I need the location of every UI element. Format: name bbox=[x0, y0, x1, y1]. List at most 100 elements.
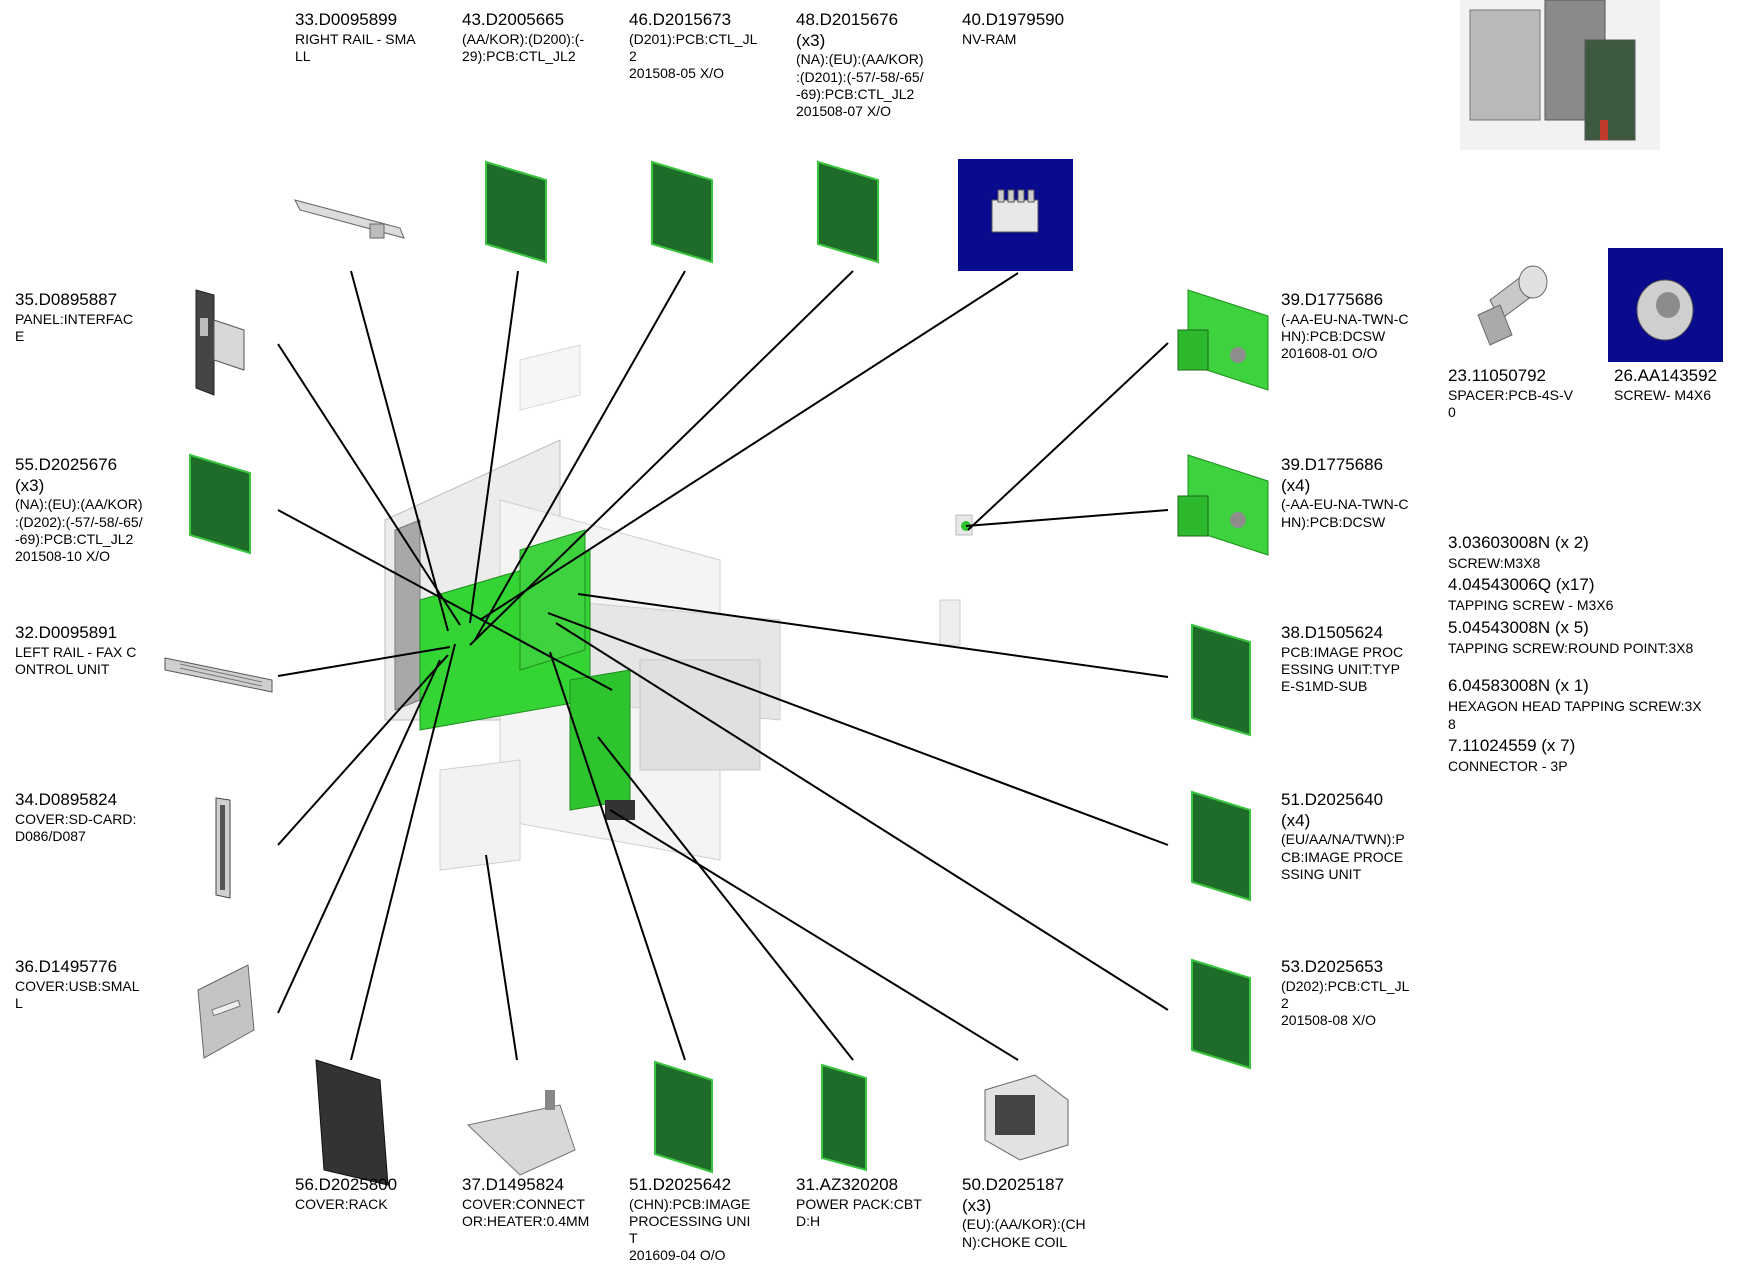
callout-35: 35.D0895887 PANEL:INTERFAC E bbox=[15, 290, 165, 345]
callout-part-number: 50.D2025187 (x3) bbox=[962, 1175, 1065, 1215]
callout-description: (EU/AA/NA/TWN):P CB:IMAGE PROCE SSING UN… bbox=[1281, 831, 1405, 882]
hardware-description: CONNECTOR - 3P bbox=[1448, 758, 1568, 775]
callout-description: (AA/KOR):(D200):(- 29):PCB:CTL_JL2 bbox=[462, 30, 585, 64]
callout-description: POWER PACK:CBT D:H bbox=[796, 1195, 922, 1229]
callout-description: COVER:RACK bbox=[295, 1195, 388, 1212]
callout-34: 34.D0895824 COVER:SD-CARD: D086/D087 bbox=[15, 790, 165, 845]
callout-part-number: 37.D1495824 bbox=[462, 1175, 565, 1194]
callout-part-number: 51.D2025642 bbox=[629, 1175, 732, 1194]
pcb-board-38 bbox=[1191, 623, 1251, 737]
dcsw-board-1 bbox=[1177, 289, 1269, 391]
pcb-board-48 bbox=[817, 160, 879, 264]
rack-cover-part bbox=[315, 1059, 389, 1186]
usb-cover-part bbox=[197, 964, 255, 1059]
leader-51chn bbox=[549, 651, 686, 1061]
callout-description: (-AA-EU-NA-TWN-C HN):PCB:DCSW bbox=[1281, 496, 1409, 530]
callout-part-number: 38.D1505624 bbox=[1281, 623, 1384, 642]
leader-38 bbox=[577, 593, 1169, 678]
callout-40: 40.D1979590 NV-RAM bbox=[962, 10, 1112, 48]
callout-part-number: 53.D2025653 bbox=[1281, 957, 1384, 976]
hardware-part-number: 7.11024559 (x 7) bbox=[1448, 736, 1576, 756]
callout-part-number: 43.D2005665 bbox=[462, 10, 565, 29]
hardware-item: 3.03603008N (x 2) SCREW:M3X8 bbox=[1448, 532, 1740, 572]
callout-part-number: 55.D2025676 (x3) bbox=[15, 455, 118, 495]
leader-39b bbox=[965, 509, 1169, 527]
leader-43 bbox=[469, 270, 519, 624]
leader-32 bbox=[277, 646, 451, 677]
leader-39a bbox=[967, 342, 1169, 531]
leader-33 bbox=[350, 270, 449, 632]
leader-37 bbox=[485, 854, 518, 1061]
leader-46 bbox=[474, 270, 686, 641]
leader-31 bbox=[597, 736, 854, 1061]
main-assembly bbox=[384, 344, 973, 871]
nvram-thumbnail bbox=[958, 159, 1073, 271]
hardware-item: 7.11024559 (x 7) CONNECTOR - 3P bbox=[1448, 735, 1740, 775]
leader-50 bbox=[609, 809, 1019, 1061]
callout-part-number: 32.D0095891 bbox=[15, 623, 118, 642]
leader-lines bbox=[277, 270, 1169, 1061]
callout-description: SCREW- M4X6 bbox=[1614, 386, 1711, 403]
callout-55: 55.D2025676 (x3) (NA):(EU):(AA/KOR) :(D2… bbox=[15, 455, 175, 565]
interface-panel-part bbox=[195, 289, 245, 396]
callout-37: 37.D1495824 COVER:CONNECT OR:HEATER:0.4M… bbox=[462, 1175, 622, 1230]
callout-32: 32.D0095891 LEFT RAIL - FAX C ONTROL UNI… bbox=[15, 623, 165, 678]
callout-part-number: 36.D1495776 bbox=[15, 957, 118, 976]
callout-part-number: 26.AA143592 bbox=[1614, 366, 1718, 385]
callout-part-number: 48.D2015676 (x3) bbox=[796, 10, 899, 50]
choke-coil-part bbox=[984, 1074, 1069, 1161]
callout-31: 31.AZ320208 POWER PACK:CBT D:H bbox=[796, 1175, 946, 1230]
callout-23: 23.11050792 SPACER:PCB-4S-V 0 bbox=[1448, 366, 1598, 421]
screw-thumbnail bbox=[1608, 248, 1723, 362]
callout-description: LEFT RAIL - FAX C ONTROL UNIT bbox=[15, 643, 137, 677]
left-rail-part bbox=[164, 657, 273, 693]
callout-description: (EU):(AA/KOR):(CH N):CHOKE COIL bbox=[962, 1216, 1086, 1250]
hardware-description: SCREW:M3X8 bbox=[1448, 555, 1541, 572]
callout-51-chn: 51.D2025642 (CHN):PCB:IMAGE PROCESSING U… bbox=[629, 1175, 779, 1264]
callout-part-number: 35.D0895887 bbox=[15, 290, 118, 309]
hardware-description: TAPPING SCREW:ROUND POINT:3X8 bbox=[1448, 639, 1694, 656]
callout-description: (CHN):PCB:IMAGE PROCESSING UNI T 201609-… bbox=[629, 1195, 751, 1263]
callout-part-number: 46.D2015673 bbox=[629, 10, 732, 29]
callout-50: 50.D2025187 (x3) (EU):(AA/KOR):(CH N):CH… bbox=[962, 1175, 1122, 1251]
callout-description: NV-RAM bbox=[962, 30, 1017, 47]
callout-description: (D202):PCB:CTL_JL 2 201508-08 X/O bbox=[1281, 977, 1410, 1028]
callout-part-number: 39.D1775686 bbox=[1281, 290, 1384, 309]
leader-40 bbox=[479, 272, 1019, 621]
callout-description: COVER:SD-CARD: D086/D087 bbox=[15, 810, 137, 844]
hardware-part-number: 3.03603008N (x 2) bbox=[1448, 533, 1589, 552]
power-pack-part bbox=[821, 1063, 867, 1172]
dcsw-board-2 bbox=[1177, 454, 1269, 556]
callout-48: 48.D2015676 (x3) (NA):(EU):(AA/KOR) :(D2… bbox=[796, 10, 956, 120]
callout-51: 51.D2025640 (x4) (EU/AA/NA/TWN):P CB:IMA… bbox=[1281, 790, 1441, 883]
hardware-part-number: 5.04543008N (x 5) bbox=[1448, 617, 1589, 637]
pcb-board-55 bbox=[189, 453, 251, 555]
hardware-list: 3.03603008N (x 2) SCREW:M3X8 4.04543006Q… bbox=[1448, 532, 1740, 776]
leader-36 bbox=[277, 659, 441, 1014]
hardware-description: TAPPING SCREW - M3X6 bbox=[1448, 597, 1614, 614]
callout-39-a: 39.D1775686 (-AA-EU-NA-TWN-C HN):PCB:DCS… bbox=[1281, 290, 1441, 362]
callout-description: PANEL:INTERFAC E bbox=[15, 310, 133, 344]
pcb-board-51-chn bbox=[654, 1060, 713, 1174]
pcb-board-46 bbox=[651, 160, 713, 264]
callout-description: SPACER:PCB-4S-V 0 bbox=[1448, 386, 1573, 420]
hardware-item: 6.04583008N (x 1) HEXAGON HEAD TAPPING S… bbox=[1448, 675, 1740, 733]
callout-part-number: 51.D2025640 (x4) bbox=[1281, 790, 1384, 830]
callout-description: (NA):(EU):(AA/KOR) :(D202):(-57/-58/-65/… bbox=[15, 496, 143, 564]
callout-description: COVER:USB:SMAL L bbox=[15, 977, 140, 1011]
pcb-board-53 bbox=[1191, 958, 1251, 1070]
hardware-description: HEXAGON HEAD TAPPING SCREW:3X 8 bbox=[1448, 697, 1702, 733]
callout-53: 53.D2025653 (D202):PCB:CTL_JL 2 201508-0… bbox=[1281, 957, 1441, 1029]
pcb-board-51 bbox=[1191, 790, 1251, 902]
hardware-item: 5.04543008N (x 5) TAPPING SCREW:ROUND PO… bbox=[1448, 617, 1740, 657]
leader-51 bbox=[547, 612, 1169, 846]
callout-43: 43.D2005665 (AA/KOR):(D200):(- 29):PCB:C… bbox=[462, 10, 612, 65]
hardware-item: 4.04543006Q (x17) TAPPING SCREW - M3X6 bbox=[1448, 574, 1740, 614]
callout-part-number: 56.D2025800 bbox=[295, 1175, 398, 1194]
callout-part-number: 40.D1979590 bbox=[962, 10, 1065, 29]
assembly-thumbnail bbox=[1460, 0, 1660, 150]
hardware-part-number: 4.04543006Q (x17) bbox=[1448, 575, 1595, 595]
callout-39-b: 39.D1775686 (x4) (-AA-EU-NA-TWN-C HN):PC… bbox=[1281, 455, 1441, 531]
callout-26: 26.AA143592 SCREW- M4X6 bbox=[1614, 366, 1742, 404]
